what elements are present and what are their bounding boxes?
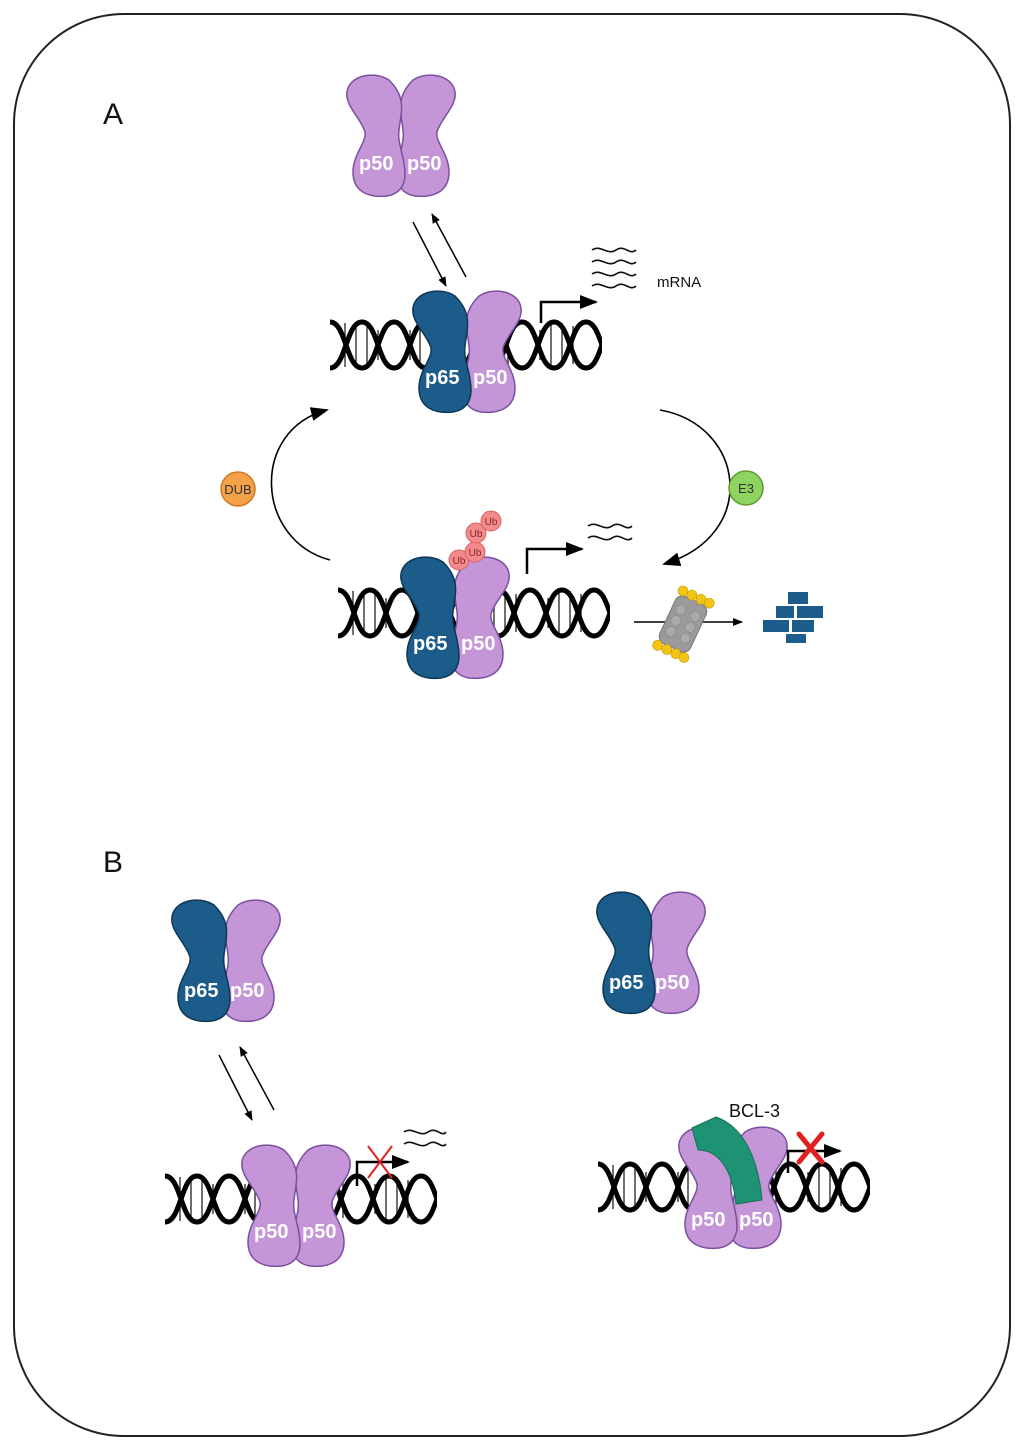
panel-label-a: A xyxy=(103,98,123,131)
p65-subunit xyxy=(412,290,472,414)
peptide-fragments xyxy=(763,592,823,643)
mrna-transcripts xyxy=(403,1129,447,1147)
p50-subunit-left xyxy=(241,1144,301,1268)
p65-p50-heterodimer-free: p65 p50 xyxy=(596,891,706,1015)
transcription-start-arrow xyxy=(525,542,584,574)
p50-label: p50 xyxy=(254,1221,288,1243)
figure-frame xyxy=(13,13,1011,1437)
p65-label: p65 xyxy=(425,367,459,389)
ubiquitin: Ub xyxy=(480,510,502,532)
p65-p50-heterodimer-ubiquitinated: p65 p50 xyxy=(400,556,510,680)
bcl3-protein xyxy=(691,1116,763,1205)
p50-label: p50 xyxy=(407,153,441,175)
p50-homodimer-free: p50 p50 xyxy=(346,74,456,198)
p50-subunit xyxy=(462,290,522,414)
p65-subunit xyxy=(171,899,231,1023)
p50-subunit xyxy=(221,899,281,1023)
p50-homodimer-bound: p50 p50 xyxy=(678,1126,788,1250)
bcl3-label: BCL-3 xyxy=(729,1101,780,1121)
panel-label-b: B xyxy=(103,846,123,879)
transcription-start-arrow xyxy=(539,295,598,323)
p65-p50-heterodimer-bound: p65 p50 xyxy=(412,290,522,414)
binding-arrow-down xyxy=(412,221,447,287)
p50-label: p50 xyxy=(302,1221,336,1243)
p50-label: p50 xyxy=(230,980,264,1002)
p50-homodimer-bound: p50 p50 xyxy=(241,1144,351,1268)
p65-subunit xyxy=(596,891,656,1015)
release-arrow-up xyxy=(431,213,467,278)
ubiquitin-chain: Ub Ub Ub Ub xyxy=(448,510,502,571)
transcription-blocked-icon xyxy=(796,1131,825,1165)
p50-subunit xyxy=(646,891,706,1015)
e3-ligase: E3 xyxy=(728,470,764,506)
p50-label: p50 xyxy=(739,1209,773,1231)
proteasome-icon xyxy=(652,585,715,663)
svg-text:Ub: Ub xyxy=(485,517,498,528)
svg-text:Ub: Ub xyxy=(469,548,482,559)
p50-subunit-right xyxy=(396,74,456,198)
deubiquitination-arrow xyxy=(270,407,331,561)
release-arrow-up xyxy=(239,1046,275,1111)
svg-text:Ub: Ub xyxy=(453,556,466,567)
binding-arrow-down xyxy=(218,1054,253,1121)
p65-label: p65 xyxy=(184,980,218,1002)
transcription-blocked-icon xyxy=(367,1145,393,1179)
p50-label: p50 xyxy=(473,367,507,389)
p65-p50-heterodimer-free: p65 p50 xyxy=(171,899,281,1023)
p50-subunit-left xyxy=(346,74,406,198)
ubiquitination-arrow xyxy=(659,409,731,567)
p65-label: p65 xyxy=(609,972,643,994)
p65-label: p65 xyxy=(413,633,447,655)
p65-subunit xyxy=(400,556,460,680)
p50-label: p50 xyxy=(691,1209,725,1231)
ubiquitin: Ub xyxy=(464,541,486,563)
p50-label: p50 xyxy=(461,633,495,655)
p50-subunit xyxy=(450,556,510,680)
p50-label: p50 xyxy=(359,153,393,175)
svg-text:Ub: Ub xyxy=(470,529,483,540)
dub-label: DUB xyxy=(224,482,251,497)
p50-label: p50 xyxy=(655,972,689,994)
transcription-start-arrow xyxy=(355,1155,410,1186)
mrna-transcripts xyxy=(591,247,637,289)
ubiquitin: Ub xyxy=(465,522,487,544)
mrna-label: mRNA xyxy=(657,274,701,291)
transcription-start-arrow xyxy=(786,1144,842,1173)
dub-enzyme: DUB xyxy=(220,471,256,507)
e3-label: E3 xyxy=(738,481,754,496)
mrna-transcripts xyxy=(587,523,633,541)
